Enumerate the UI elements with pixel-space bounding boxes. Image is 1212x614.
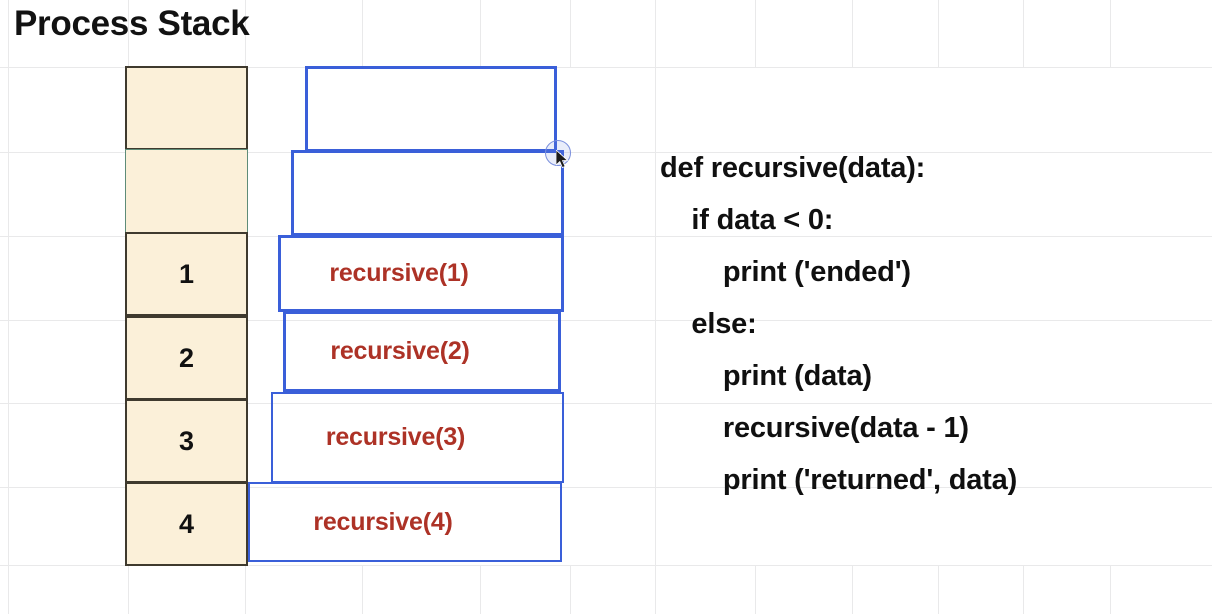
- code-line-4: print (data): [660, 360, 872, 392]
- call-frame-recursive3[interactable]: recursive(3): [271, 392, 564, 483]
- grid-line-v-top-3: [480, 0, 481, 68]
- python-source: def recursive(data): if data < 0: print …: [660, 142, 1017, 506]
- call-frame-label: recursive(1): [329, 259, 469, 287]
- grid-line-v-bot-0: [128, 565, 129, 614]
- code-line-2: print ('ended'): [660, 256, 911, 288]
- stack-cell-label: 3: [178, 425, 195, 456]
- grid-line-v-top-4: [570, 0, 571, 68]
- call-frame-label: recursive(4): [313, 507, 453, 536]
- grid-line-h-5: [0, 487, 1212, 488]
- code-line-0: def recursive(data):: [660, 152, 926, 184]
- grid-line-h-4: [0, 403, 1212, 404]
- grid-line-v-1: [655, 0, 656, 614]
- grid-line-v-top-2: [362, 0, 363, 68]
- grid-line-v-bot-1: [245, 565, 246, 614]
- grid-line-v-top-6: [852, 0, 853, 68]
- grid-line-v-bot-3: [480, 565, 481, 614]
- grid-line-h-6: [0, 565, 1212, 566]
- grid-line-v-bot-5: [755, 565, 756, 614]
- stack-cell-empty-0[interactable]: [125, 66, 248, 150]
- call-frame-label: recursive(2): [330, 337, 470, 365]
- stack-cell-1[interactable]: 1: [125, 232, 248, 316]
- code-line-3: else:: [660, 308, 757, 340]
- stack-cell-4[interactable]: 4: [125, 482, 248, 566]
- call-frame-recursive4[interactable]: recursive(4): [248, 482, 562, 562]
- grid-line-v-top-5: [755, 0, 756, 68]
- call-frame-empty-1[interactable]: [291, 150, 564, 236]
- grid-line-v-top-1: [245, 0, 246, 68]
- call-frame-empty-0[interactable]: [305, 66, 557, 152]
- call-frame-label: recursive(3): [325, 423, 466, 451]
- grid-line-h-0: [0, 67, 1212, 68]
- page-title: Process Stack: [14, 4, 250, 43]
- grid-line-h-3: [0, 320, 1212, 321]
- grid-line-v-top-8: [1023, 0, 1024, 68]
- code-line-6: print ('returned', data): [660, 464, 1018, 496]
- grid-line-v-top-9: [1110, 0, 1111, 68]
- code-line-1: if data < 0:: [660, 204, 834, 236]
- grid-line-v-bot-4: [570, 565, 571, 614]
- grid-line-h-1: [0, 152, 1212, 153]
- code-line-5: recursive(data - 1): [660, 412, 969, 444]
- grid-line-v-top-7: [938, 0, 939, 68]
- grid-line-v-bot-7: [938, 565, 939, 614]
- stack-cell-label: 1: [178, 258, 195, 289]
- grid-line-v-bot-8: [1023, 565, 1024, 614]
- stack-cell-3[interactable]: 3: [125, 399, 248, 483]
- stack-cell-label: 4: [178, 508, 195, 539]
- call-frame-recursive1[interactable]: recursive(1): [278, 235, 564, 312]
- grid-line-v-bot-6: [852, 565, 853, 614]
- call-frame-recursive2[interactable]: recursive(2): [283, 311, 561, 392]
- grid-line-v-0: [8, 0, 9, 614]
- stack-cell-label: 2: [178, 342, 195, 373]
- grid-line-v-bot-2: [362, 565, 363, 614]
- stack-cell-empty-1[interactable]: [125, 149, 248, 233]
- grid-line-h-2: [0, 236, 1212, 237]
- grid-line-v-top-0: [128, 0, 129, 68]
- grid-line-v-bot-9: [1110, 565, 1111, 614]
- stack-cell-2[interactable]: 2: [125, 316, 248, 400]
